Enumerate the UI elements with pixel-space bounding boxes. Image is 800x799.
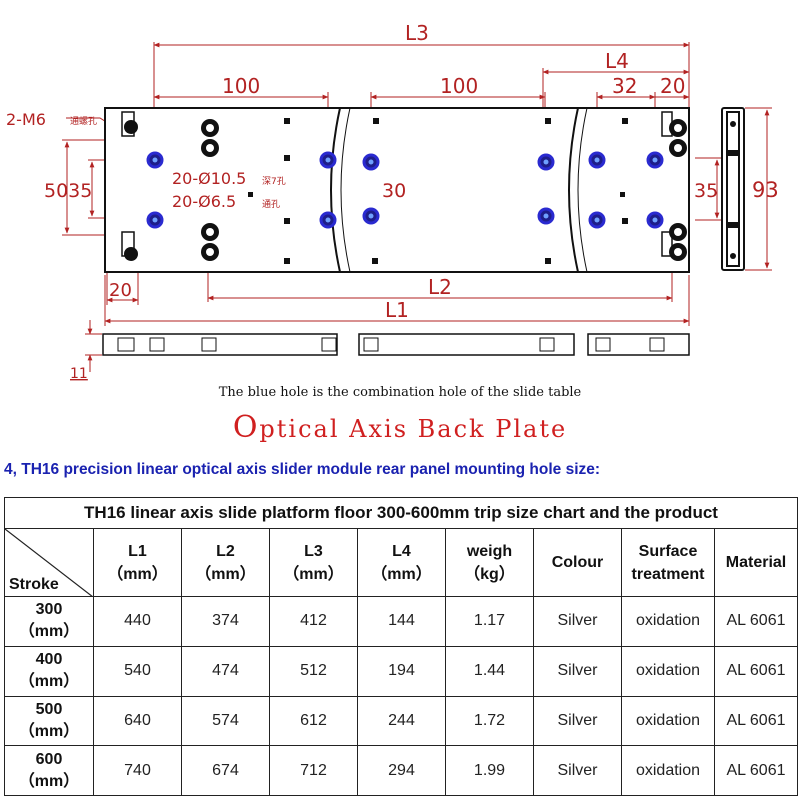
cell: oxidation <box>621 695 715 747</box>
cell: AL 6061 <box>714 596 798 647</box>
table-caption: TH16 linear axis slide platform floor 30… <box>4 497 798 529</box>
cell: 412 <box>269 596 358 647</box>
row-stroke-300: 300（mm） <box>4 596 94 647</box>
cell: AL 6061 <box>714 645 798 697</box>
header-l4: L4（mm） <box>357 528 446 597</box>
header-weigh: weigh（kg） <box>445 528 534 597</box>
cell: 674 <box>181 745 270 796</box>
table-row: 500（mm） 640 574 612 244 1.72 Silver oxid… <box>4 695 798 747</box>
cell: oxidation <box>621 745 715 796</box>
dim-label-93: 93 <box>752 178 779 202</box>
dim-label-m6-note: 通螺孔 <box>70 116 97 127</box>
cell: Silver <box>533 596 622 647</box>
cell: Silver <box>533 645 622 697</box>
dim-label-100-right: 100 <box>440 74 478 98</box>
dim-label-11: 11 <box>70 366 88 382</box>
size-chart-table: TH16 linear axis slide platform floor 30… <box>4 497 798 796</box>
table-row: 400（mm） 540 474 512 194 1.44 Silver oxid… <box>4 645 798 697</box>
cell: AL 6061 <box>714 745 798 796</box>
table-row: 600（mm） 740 674 712 294 1.99 Silver oxid… <box>4 745 798 796</box>
dim-label-l1: L1 <box>385 298 409 322</box>
stroke-header-cell: Stroke <box>4 528 94 597</box>
blue-hole-note: The blue hole is the combination hole of… <box>218 385 582 400</box>
header-l2: L2（mm） <box>181 528 270 597</box>
cell: 612 <box>269 695 358 747</box>
dim-label-20-top: 20 <box>660 74 685 98</box>
cell: 244 <box>357 695 446 747</box>
cell: 640 <box>93 695 182 747</box>
dim-label-5035: 5035 <box>44 180 92 202</box>
cell: 1.17 <box>445 596 534 647</box>
cell: Silver <box>533 695 622 747</box>
cell: Silver <box>533 745 622 796</box>
cell: 540 <box>93 645 182 697</box>
cell: 574 <box>181 695 270 747</box>
cell: oxidation <box>621 596 715 647</box>
cell: 474 <box>181 645 270 697</box>
cell: 1.72 <box>445 695 534 747</box>
header-l1: L1（mm） <box>93 528 182 597</box>
diagonal-divider <box>5 529 93 597</box>
dim-label-l4: L4 <box>605 49 629 73</box>
dim-label-hole-10-5-note: 深7孔 <box>262 176 286 187</box>
cell: 440 <box>93 596 182 647</box>
dim-label-m6: 2-M6 <box>6 110 46 129</box>
drawing-title: Optical Axis Back Plate <box>232 410 568 445</box>
cell: 144 <box>357 596 446 647</box>
header-material: Material <box>714 528 798 597</box>
row-stroke-400: 400（mm） <box>4 645 94 697</box>
row-stroke-500: 500（mm） <box>4 695 94 747</box>
back-plate-drawing: L3 L4 100 100 32 20 2-M6 通螺孔 20-Ø10.5 深7… <box>6 21 779 382</box>
cell: 512 <box>269 645 358 697</box>
section-heading: 4, TH16 precision linear optical axis sl… <box>4 461 601 478</box>
cell: oxidation <box>621 645 715 697</box>
cell: 374 <box>181 596 270 647</box>
cell: 194 <box>357 645 446 697</box>
cell: 1.44 <box>445 645 534 697</box>
dim-label-hole-6-5-note: 通孔 <box>262 199 280 210</box>
header-l3: L3（mm） <box>269 528 358 597</box>
dim-label-l3: L3 <box>405 21 429 45</box>
cell: 740 <box>93 745 182 796</box>
dim-label-l2: L2 <box>428 275 452 299</box>
row-stroke-600: 600（mm） <box>4 745 94 796</box>
dim-label-32: 32 <box>612 74 637 98</box>
dim-label-35: 35 <box>694 180 718 202</box>
dim-label-hole-6-5: 20-Ø6.5 <box>172 192 236 211</box>
stroke-label: Stroke <box>9 576 59 593</box>
dim-label-100-left: 100 <box>222 74 260 98</box>
cell: 294 <box>357 745 446 796</box>
cell: 712 <box>269 745 358 796</box>
cell: 1.99 <box>445 745 534 796</box>
dim-label-30: 30 <box>382 180 406 202</box>
header-colour: Colour <box>533 528 622 597</box>
dim-label-hole-10-5: 20-Ø10.5 <box>172 169 246 188</box>
dim-label-20-bottom: 20 <box>109 280 132 301</box>
table-row: 300（mm） 440 374 412 144 1.17 Silver oxid… <box>4 596 798 647</box>
cell: AL 6061 <box>714 695 798 747</box>
